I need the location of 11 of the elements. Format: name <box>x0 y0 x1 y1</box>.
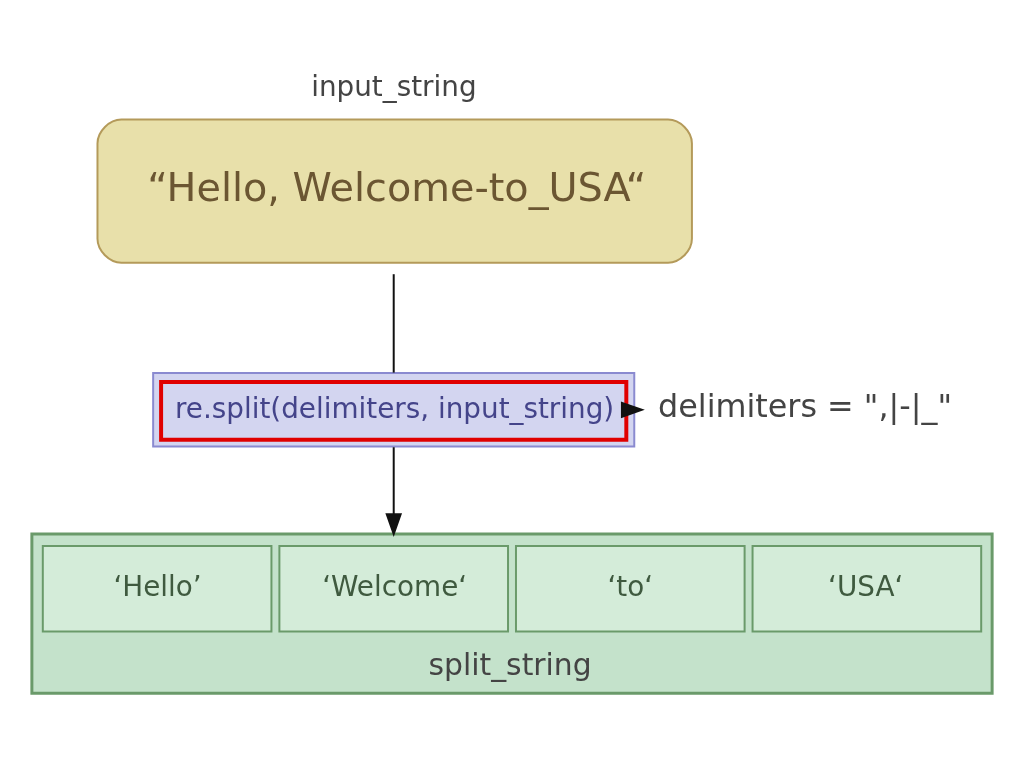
cluster <box>30 532 994 695</box>
node-box: ‘Welcome‘ <box>278 545 509 633</box>
node-box: ‘to‘ <box>515 545 746 633</box>
arrow <box>385 446 403 538</box>
connector <box>392 273 395 374</box>
arrow <box>620 401 645 419</box>
node-box: ‘Hello’ <box>41 545 273 633</box>
node-box: ‘USA‘ <box>751 545 983 633</box>
node-text: delimiters = ",|-|_" <box>658 387 953 425</box>
node-label: input_string <box>311 70 477 104</box>
node-label: split_string <box>428 647 592 683</box>
